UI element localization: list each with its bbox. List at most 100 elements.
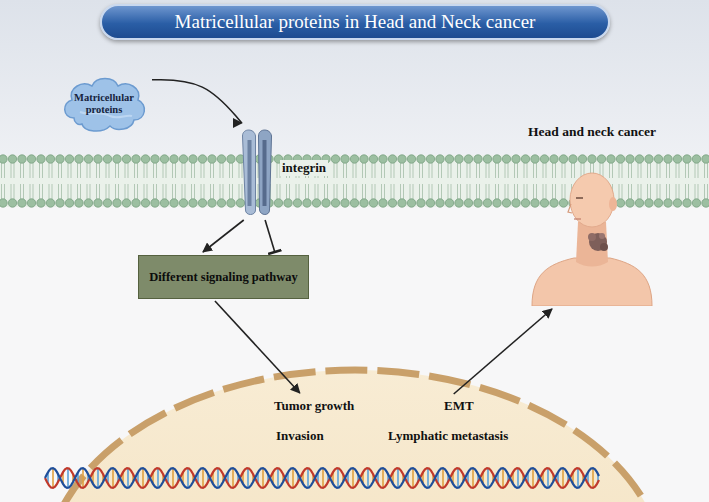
lipid-head	[94, 155, 102, 163]
node-shape	[512, 124, 672, 306]
lipid-tail	[11, 184, 14, 199]
lipid-tail	[363, 184, 366, 199]
lipid-head	[151, 199, 159, 207]
lipid-tail	[163, 163, 166, 178]
lipid-tail	[78, 163, 81, 178]
lipid-head	[303, 199, 311, 207]
connector-arrow	[203, 220, 244, 252]
lipid-head	[512, 199, 520, 207]
lipid-tail	[277, 184, 280, 199]
upper-ground	[0, 0, 709, 155]
lipid-head	[436, 155, 444, 163]
lipid-head	[274, 199, 282, 207]
lipid-head	[84, 199, 92, 207]
lipid-head	[664, 155, 672, 163]
lipid-tail	[410, 163, 413, 178]
lipid-tail	[401, 184, 404, 199]
lipid-head	[464, 155, 472, 163]
node-label: Tumor growth	[274, 398, 354, 414]
lipid-head	[113, 155, 121, 163]
lipid-head	[341, 155, 349, 163]
lipid-head	[512, 155, 520, 163]
lipid-head	[654, 199, 662, 207]
lipid-head	[493, 199, 501, 207]
lipid-tail	[372, 184, 375, 199]
lipid-head	[179, 199, 187, 207]
dna-rung	[352, 468, 354, 488]
lipid-head	[635, 199, 643, 207]
lipid-tail	[106, 184, 109, 199]
lipid-head	[284, 199, 292, 207]
lipid-tail	[163, 184, 166, 199]
lipid-head	[483, 199, 491, 207]
lipid-tail	[524, 163, 527, 178]
lipid-tail	[135, 184, 138, 199]
lipid-tail	[334, 163, 337, 178]
dna-rung	[577, 468, 579, 488]
lipid-tail	[439, 184, 442, 199]
lipid-head	[550, 199, 558, 207]
lipid-tail	[477, 184, 480, 199]
lipid-tail	[496, 184, 499, 199]
lipid-tail	[97, 163, 100, 178]
lipid-head	[312, 199, 320, 207]
lipid-tail	[315, 184, 318, 199]
dna-rung	[247, 468, 249, 488]
lipid-head	[141, 199, 149, 207]
lipid-head	[474, 155, 482, 163]
lipid-head	[84, 155, 92, 163]
connector-arrow	[454, 309, 552, 394]
lipid-head	[540, 199, 548, 207]
lipid-tail	[458, 163, 461, 178]
lipid-tail	[154, 163, 157, 178]
patient-figure: Head and neck cancer	[512, 124, 672, 306]
lipid-tail	[87, 184, 90, 199]
lipid-head	[683, 155, 691, 163]
lipid-tail	[467, 184, 470, 199]
lipid-head	[493, 155, 501, 163]
lipid-tail	[686, 163, 689, 178]
lipid-head	[531, 199, 539, 207]
lipid-head	[626, 199, 634, 207]
lipid-head	[37, 199, 45, 207]
lipid-tail	[220, 163, 223, 178]
dna-rung	[157, 468, 159, 488]
connector-arrow	[265, 220, 275, 252]
lipid-head	[331, 199, 339, 207]
lipid-head	[521, 199, 529, 207]
lipid-tail	[486, 184, 489, 199]
lipid-head	[407, 199, 415, 207]
lipid-head	[75, 199, 83, 207]
lipid-head	[27, 199, 35, 207]
lipid-tail	[505, 163, 508, 178]
lipid-head	[531, 155, 539, 163]
lipid-head	[103, 199, 111, 207]
lipid-head	[683, 199, 691, 207]
lipid-head	[550, 155, 558, 163]
lipid-tail	[106, 163, 109, 178]
lipid-head	[18, 199, 26, 207]
lipid-head	[417, 199, 425, 207]
lipid-head	[46, 155, 54, 163]
dna-rung	[187, 468, 189, 488]
connector-arrow	[152, 80, 242, 123]
lipid-head	[227, 155, 235, 163]
dna-rung	[322, 468, 324, 488]
lipid-head	[27, 155, 35, 163]
lipid-head	[122, 155, 130, 163]
lipid-tail	[144, 163, 147, 178]
lipid-tail	[543, 184, 546, 199]
dna-rung	[172, 468, 174, 488]
lipid-tail	[40, 163, 43, 178]
lipid-head	[445, 199, 453, 207]
lipid-tail	[496, 163, 499, 178]
lipid-head	[398, 155, 406, 163]
lipid-head	[597, 155, 605, 163]
lipid-head	[236, 199, 244, 207]
nucleus	[45, 370, 665, 502]
dna-rung	[547, 468, 549, 488]
lipid-tail	[296, 184, 299, 199]
lipid-head	[369, 155, 377, 163]
lipid-tail	[382, 163, 385, 178]
matricellular-cloud: Matricellular proteins	[58, 72, 150, 136]
